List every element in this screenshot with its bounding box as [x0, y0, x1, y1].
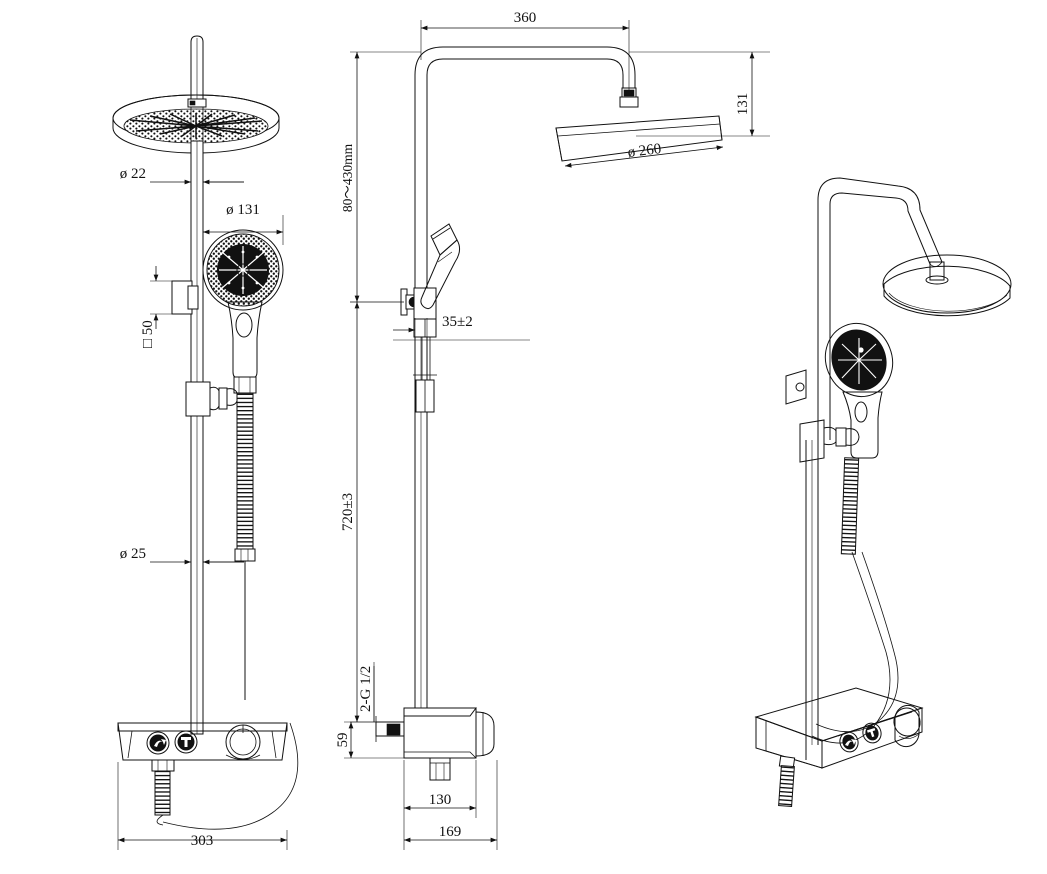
riser-rail [414, 299, 428, 709]
dim-inlet-height: 59 [335, 733, 351, 748]
hand-shower [824, 323, 894, 459]
shower-arm [817, 177, 949, 440]
dim-arm-reach: 360 [514, 10, 537, 26]
dim-holder-offset: 35±2 [442, 314, 473, 330]
shower-arm [414, 46, 639, 300]
riser-rail [190, 140, 204, 735]
dim-valve-depth: 130 [429, 792, 452, 808]
hand-shower-holder [413, 287, 437, 338]
temperature-handle[interactable] [225, 724, 261, 760]
side-elevation-view: 360 131 ø 260 80～430mm 720±3 35±2 [335, 10, 770, 850]
dim-riser-adjust: 80～430mm [340, 143, 355, 212]
shower-mode-button[interactable] [860, 721, 883, 746]
temperature-handle[interactable] [891, 704, 923, 748]
dim-bracket-square: □ 50 [140, 320, 156, 348]
diverter-button[interactable] [146, 731, 170, 755]
thermostatic-mixer-valve [117, 722, 299, 830]
dim-head-stem-dia: ø 22 [120, 166, 146, 182]
front-elevation-view: ø 22 ø 131 □ 50 ø 25 303 [112, 35, 299, 850]
rain-shower-head [555, 115, 723, 162]
hand-shower [415, 223, 461, 413]
nozzle-texture [129, 113, 263, 138]
dimension-set-side: 360 131 ø 260 80～430mm 720±3 35±2 [335, 10, 770, 850]
dim-riser-dia: ø 25 [120, 546, 146, 562]
dim-rail-length: 720±3 [340, 493, 356, 531]
dim-hand-shower-dia: ø 131 [226, 202, 260, 218]
thermostatic-mixer-valve [375, 707, 495, 781]
dim-head-drop: 131 [735, 93, 751, 116]
dim-head-dia: ø 260 [627, 141, 662, 161]
riser-rail [805, 440, 819, 760]
rain-shower-head [882, 254, 1012, 317]
isometric-perspective-view [754, 177, 1012, 807]
dim-side-overall-depth: 169 [439, 824, 462, 840]
hand-shower-holder [799, 419, 860, 463]
thermostatic-mixer-valve [754, 687, 924, 807]
shower-hose [811, 457, 899, 744]
diverter-button[interactable] [837, 730, 860, 755]
wall-bracket [785, 369, 807, 405]
shower-arm [187, 35, 207, 108]
shower-hose [234, 392, 256, 700]
dim-inlet-thread: 2-G 1/2 [358, 666, 374, 712]
wall-bracket [171, 280, 199, 315]
hand-shower [202, 229, 284, 394]
dimension-set-front: ø 22 ø 131 □ 50 ø 25 303 [117, 160, 288, 850]
dim-front-overall-width: 303 [191, 833, 214, 849]
hand-shower-holder [185, 381, 239, 417]
shower-mode-button[interactable] [174, 730, 198, 754]
